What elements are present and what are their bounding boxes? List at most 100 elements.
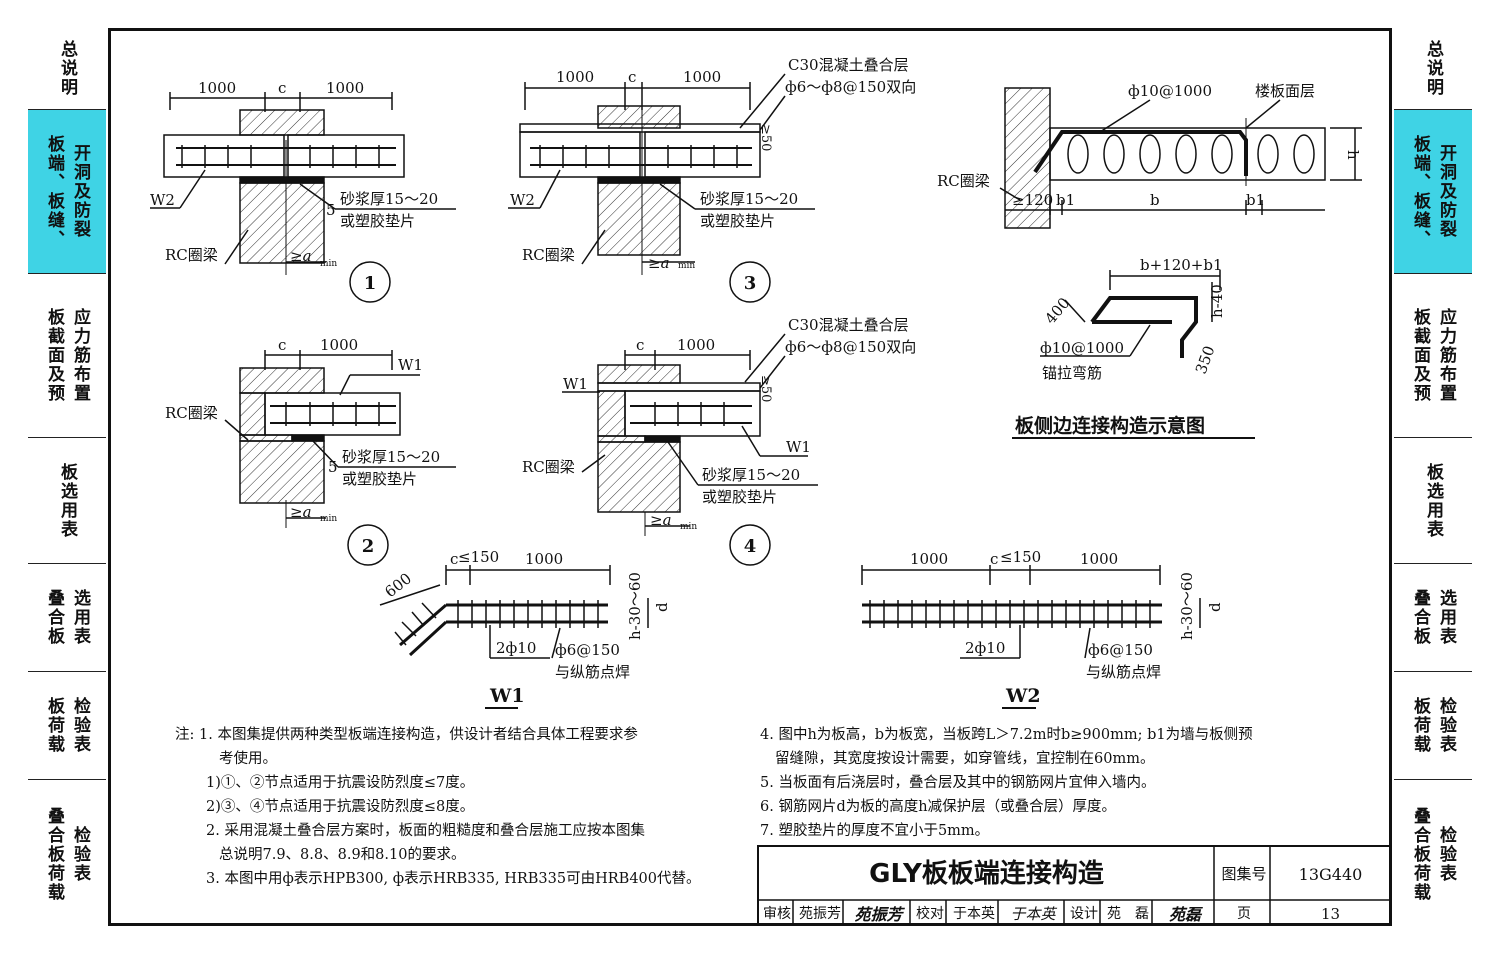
tab-composite-selection[interactable]: 叠合板 选用表	[28, 564, 106, 672]
d350-label: 350	[1192, 343, 1219, 376]
title-block: GLY板板端连接构造 图集号 13G440 审核 苑振芳 苑振芳 校对 于本英 …	[757, 845, 1389, 925]
sidebar-right: 总说明 板端、板缝、 开洞及防裂 板截面及预 应力筋布置 板选用表 叠合板 选用…	[1394, 28, 1472, 928]
tab-slab-selection[interactable]: 板选用表	[1394, 438, 1472, 564]
tab-label-col2: 选用表	[70, 589, 90, 646]
check-label: 校对	[916, 906, 944, 922]
note-line: 注: 1. 本图集提供两种类型板端连接构造，供设计者结合具体工程要求参	[175, 727, 638, 743]
side-connection-detail: ф10@1000 楼板面层 h RC圈梁 ≥120 b1 b b1 b+120+…	[937, 82, 1362, 439]
topping-layer	[597, 382, 761, 392]
tab-label-col1: 叠合板荷载	[44, 806, 64, 902]
mesh-name: W2	[1005, 685, 1041, 707]
detail-2: c 1000 W1 RC圈梁 砂浆厚15～20 或塑胶垫片 5 ≥a min 2	[165, 336, 456, 566]
tab-label-col1: 板端、板缝、	[1410, 134, 1430, 249]
note-line: 4. 图中h为板高，b为板宽，当板跨L＞7.2m时b≥900mm; b1为墙与板…	[760, 727, 1253, 743]
c150-label: ≤150	[1000, 548, 1041, 566]
dim-c: c	[278, 79, 286, 97]
tab-composite-load-check[interactable]: 叠合板荷载 检验表	[28, 780, 106, 928]
tab-label-col2: 应力筋布置	[70, 308, 90, 403]
c150-label: ≤150	[458, 548, 499, 566]
note-line: 总说明7.9、8.8、8.9和8.10的要求。	[219, 847, 466, 863]
w-label: W1	[398, 356, 423, 374]
amin-label: min	[680, 522, 697, 532]
wall-top	[239, 367, 325, 394]
hook-name-label: 锚拉弯筋	[1042, 364, 1102, 382]
note-line: 2)③、④节点适用于抗震设防烈度≤8度。	[206, 799, 475, 815]
mortar-label-1: 砂浆厚15～20	[342, 448, 440, 466]
five-label: 5	[326, 201, 336, 219]
tab-slab-section[interactable]: 板截面及预 应力筋布置	[1394, 274, 1472, 438]
tab-label: 板选用表	[57, 462, 77, 539]
w-label: W2	[150, 191, 175, 209]
tab-general-notes[interactable]: 总说明	[28, 28, 106, 110]
mortar-label-2: 或塑胶垫片	[340, 212, 415, 230]
mesh-label: ф6～ф8@150双向	[785, 338, 916, 356]
dim-right: 1000	[326, 79, 364, 97]
detail-number: 2	[362, 536, 375, 557]
layer-label: 楼板面层	[1255, 82, 1315, 100]
w-label: W2	[510, 191, 535, 209]
five-label: 5	[328, 458, 338, 476]
drawing-title: GLY板板端连接构造	[869, 859, 1104, 889]
tab-composite-load-check[interactable]: 叠合板荷载 检验表	[1394, 780, 1472, 928]
mesh-w1: c ≤150 1000 600 h-30～60 d 2ф10 ф6@150 与纵…	[379, 548, 671, 709]
designer-signature: 苑磊	[1168, 905, 1201, 924]
checker-signature: 于本英	[1010, 905, 1056, 923]
note-line: 6. 钢筋网片d为板的高度h减保护层（或叠合层）厚度。	[760, 799, 1117, 815]
checker-name: 于本英	[953, 906, 995, 922]
tab-label-col2: 选用表	[1436, 589, 1456, 646]
hook-total-label: b+120+b1	[1140, 256, 1223, 274]
detail-3: 1000 c 1000 C30混凝土叠合层 ф6～ф8@150双向 ≥50 W2…	[508, 56, 916, 303]
detail-1: 1000 c 1000 W2 砂浆厚15～20 或塑胶垫片 5 RC圈梁 ≥a …	[150, 79, 456, 303]
tab-load-check[interactable]: 板荷载 检验表	[28, 672, 106, 780]
tab-label-col2: 检验表	[70, 697, 90, 754]
weld-label: 与纵筋点焊	[555, 663, 630, 681]
stir-label: ф6@150	[1088, 641, 1153, 659]
c-label: c	[990, 550, 998, 568]
detail-4: c 1000 C30混凝土叠合层 ф6～ф8@150双向 ≥50 W1 W1 R…	[522, 316, 916, 566]
note-line: 留缝隙，其宽度按设计需要，如穿管线，宜控制在60mm。	[775, 751, 1155, 767]
mesh-w2: 1000 c ≤150 1000 h-30～60 d 2ф10 ф6@150 与…	[861, 548, 1224, 709]
detail-circle	[729, 261, 771, 303]
dim-left: 1000	[556, 68, 594, 86]
hook-bar	[1090, 296, 1198, 358]
tab-label-col2: 检验表	[1436, 825, 1456, 883]
rc-beam	[239, 182, 325, 264]
amin-label: min	[320, 259, 337, 269]
mesh-name: W1	[489, 685, 525, 707]
dim-right: 1000	[677, 336, 715, 354]
tab-general-notes[interactable]: 总说明	[1394, 28, 1472, 110]
tab-label-col1: 叠合板荷载	[1410, 806, 1430, 902]
designer-name: 苑 磊	[1107, 906, 1149, 922]
notes-left: 注: 1. 本图集提供两种类型板端连接构造，供设计者结合具体工程要求参 考使用。…	[175, 723, 701, 891]
tab-slab-end-joints[interactable]: 板端、板缝、 开洞及防裂	[28, 110, 106, 274]
tab-slab-section[interactable]: 板截面及预 应力筋布置	[28, 274, 106, 438]
slab-right	[644, 131, 761, 178]
tab-composite-selection[interactable]: 叠合板 选用表	[1394, 564, 1472, 672]
fifty-label: ≥50	[758, 124, 773, 151]
tab-label-col1: 板截面及预	[44, 308, 64, 403]
atlas-label: 图集号	[1221, 865, 1267, 883]
tab-label-col1: 叠合板	[1410, 589, 1430, 646]
rc-beam	[239, 440, 325, 504]
tab-load-check[interactable]: 板荷载 检验表	[1394, 672, 1472, 780]
tab-label-col2: 开洞及防裂	[1436, 144, 1456, 239]
tab-slab-selection[interactable]: 板选用表	[28, 438, 106, 564]
b-label: b	[1150, 191, 1160, 209]
note-line: 7. 塑胶垫片的厚度不宜小于5mm。	[760, 823, 990, 839]
design-label: 设计	[1070, 906, 1098, 922]
dim-c: c	[278, 336, 286, 354]
beam-label: RC圈梁	[522, 246, 575, 264]
review-label: 审核	[763, 906, 791, 922]
dim-right: 1000	[683, 68, 721, 86]
tab-slab-end-joints[interactable]: 板端、板缝、 开洞及防裂	[1394, 110, 1472, 274]
detail-number: 1	[364, 273, 377, 294]
tab-label-col1: 板荷载	[1410, 697, 1430, 754]
mesh-label: ф6～ф8@150双向	[785, 78, 916, 96]
ht-label: h-30～60	[626, 572, 644, 640]
bar-label: 2ф10	[496, 639, 536, 657]
slab-left	[163, 134, 285, 178]
d-label: d	[1206, 602, 1224, 612]
detail-circle	[729, 524, 771, 566]
a-label: ≥a	[290, 247, 312, 265]
mortar-label-2: 或塑胶垫片	[702, 488, 777, 506]
